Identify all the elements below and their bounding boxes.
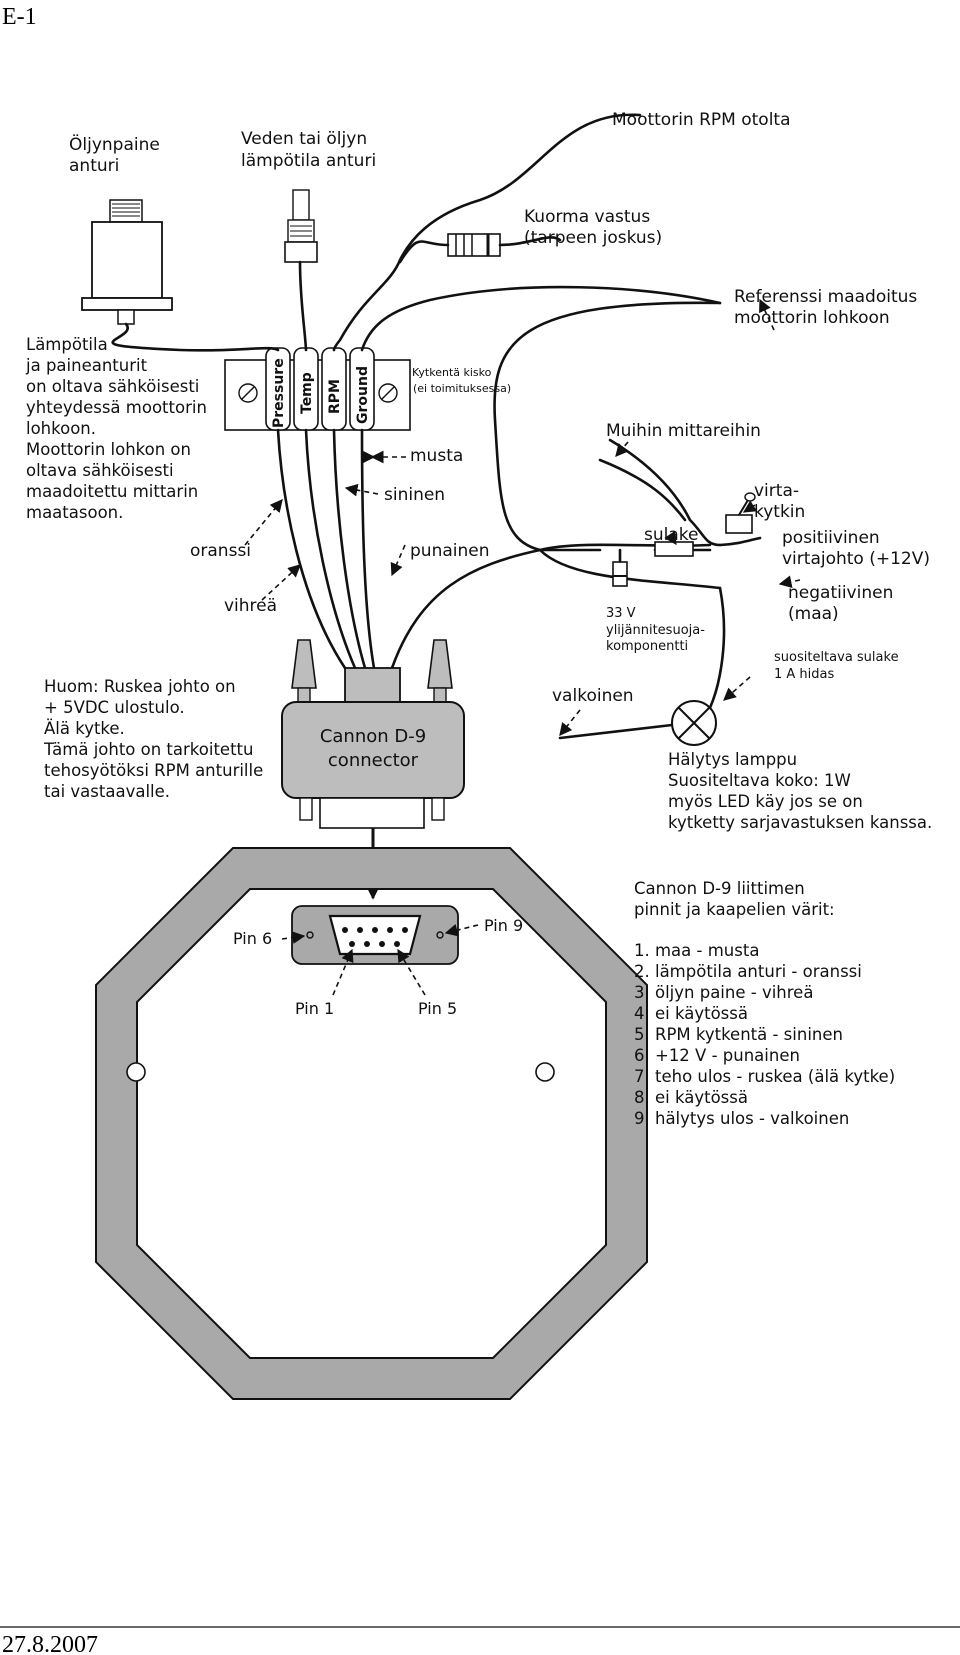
wire-green-label: vihreä xyxy=(224,596,277,616)
alarm-lamp xyxy=(671,700,717,746)
wire-blue-label: sininen xyxy=(384,485,445,505)
wire-harness xyxy=(111,113,762,740)
pin-list-title-1: Cannon D-9 liittimen xyxy=(634,879,805,898)
suppressor-label-3: komponentti xyxy=(606,639,688,654)
svg-text:yhteydessä moottorin: yhteydessä moottorin xyxy=(26,398,207,417)
pin-list-item: 4. ei käytössä xyxy=(634,1004,748,1023)
surge-suppressor xyxy=(612,561,628,587)
positive-label-1: positiivinen xyxy=(782,528,880,548)
white-wire-label: valkoinen xyxy=(552,686,634,706)
svg-text:lohkoon.: lohkoon. xyxy=(26,419,96,438)
terminal-label-rpm: RPM xyxy=(327,379,343,414)
load-resistor xyxy=(447,233,501,257)
fuse-label: sulake xyxy=(644,525,698,545)
brown-wire-note: Huom: Ruskea johto on + 5VDC ulostulo. Ä… xyxy=(43,677,263,801)
svg-text:Älä kytke.: Älä kytke. xyxy=(44,719,125,738)
switch-label-1: virta- xyxy=(754,481,799,501)
recommended-fuse-label-1: suositeltava sulake xyxy=(774,650,899,665)
terminal-strip-label-2: (ei toimituksessa) xyxy=(413,382,511,395)
pin-list-item: 3. öljyn paine - vihreä xyxy=(634,983,813,1002)
pin-list-item: 5. RPM kytkentä - sininen xyxy=(634,1025,843,1044)
terminal-label-ground: Ground xyxy=(355,366,371,424)
positive-label-2: virtajohto (+12V) xyxy=(782,549,930,569)
svg-text:tehosyötöksi RPM anturille: tehosyötöksi RPM anturille xyxy=(44,761,263,780)
terminal-label-temp: Temp xyxy=(299,372,315,414)
wire-red-label: punainen xyxy=(410,541,490,561)
alarm-lamp-note: Hälytys lamppu Suositeltava koko: 1W myö… xyxy=(668,750,932,832)
load-resistor-label-1: Kuorma vastus xyxy=(524,207,650,227)
pin-color-list: Cannon D-9 liittimen pinnit ja kaapelien… xyxy=(634,879,895,1128)
svg-text:Suositeltava koko: 1W: Suositeltava koko: 1W xyxy=(668,771,851,790)
pin-list-item: 6. +12 V - punainen xyxy=(634,1046,800,1065)
recommended-fuse-label-2: 1 A hidas xyxy=(774,667,834,682)
terminal-strip: Pressure Temp RPM Ground xyxy=(224,347,411,431)
svg-text:Moottorin lohkon on: Moottorin lohkon on xyxy=(26,440,191,459)
temp-sensor-label-2: lämpötila anturi xyxy=(241,151,376,171)
pin9-label: Pin 9 xyxy=(484,916,523,935)
temperature-sensor xyxy=(284,189,318,263)
cannon-d9-connector: Cannon D-9 connector xyxy=(281,639,465,829)
oil-pressure-sensor xyxy=(81,199,173,325)
connector-label-line2: connector xyxy=(328,750,419,771)
svg-text:maadoitettu mittarin: maadoitettu mittarin xyxy=(26,482,198,501)
negative-label-2: (maa) xyxy=(788,604,839,624)
svg-text:ja paineanturit: ja paineanturit xyxy=(25,356,148,375)
ref-ground-label-2: moottorin lohkoon xyxy=(734,308,890,328)
svg-text:kytketty sarjavastuksen kanssa: kytketty sarjavastuksen kanssa. xyxy=(668,813,932,832)
svg-text:Tämä johto on tarkoitettu: Tämä johto on tarkoitettu xyxy=(43,740,253,759)
svg-text:maatasoon.: maatasoon. xyxy=(26,503,123,522)
power-switch xyxy=(725,492,756,534)
temp-sensor-label-1: Veden tai öljyn xyxy=(241,129,367,149)
page-header: E-1 xyxy=(2,4,37,30)
svg-text:on oltava sähköisesti: on oltava sähköisesti xyxy=(26,377,199,396)
suppressor-label-1: 33 V xyxy=(606,606,636,621)
wire-black-label: musta xyxy=(410,446,463,466)
svg-text:Lämpötila: Lämpötila xyxy=(26,335,108,354)
terminal-strip-label-1: Kytkentä kisko xyxy=(412,366,492,379)
svg-text:+ 5VDC ulostulo.: + 5VDC ulostulo. xyxy=(44,698,185,717)
footer-date: 27.8.2007 xyxy=(2,1632,98,1655)
pin-list-item: 9. hälytys ulos - valkoinen xyxy=(634,1109,849,1128)
leader-lines xyxy=(244,298,801,996)
pin5-label: Pin 5 xyxy=(418,999,457,1018)
switch-label-2: kytkin xyxy=(754,502,805,522)
ref-ground-label-1: Referenssi maadoitus xyxy=(734,287,917,307)
connector-label-line1: Cannon D-9 xyxy=(320,726,426,747)
svg-text:tai vastaavalle.: tai vastaavalle. xyxy=(44,782,170,801)
grounding-note: Lämpötila ja paineanturit on oltava sähk… xyxy=(25,335,207,522)
pin-list-title-2: pinnit ja kaapelien värit: xyxy=(634,900,835,919)
terminal-label-pressure: Pressure xyxy=(271,358,287,428)
rpm-source-label: Moottorin RPM otolta xyxy=(612,110,791,130)
pin6-label: Pin 6 xyxy=(233,929,272,948)
svg-text:myös LED käy jos se on: myös LED käy jos se on xyxy=(668,792,863,811)
gauge-back-plate xyxy=(95,847,648,1400)
negative-label-1: negatiivinen xyxy=(788,583,893,603)
svg-text:Hälytys lamppu: Hälytys lamppu xyxy=(668,750,797,769)
pin-list-item: 8. ei käytössä xyxy=(634,1088,748,1107)
pin-list-item: 1. maa - musta xyxy=(634,941,759,960)
pin-list-item: 7. teho ulos - ruskea (älä kytke) xyxy=(634,1067,895,1086)
wire-orange-label: oranssi xyxy=(190,541,251,561)
pin-list-item: 2. lämpötila anturi - oranssi xyxy=(634,962,862,981)
oil-sensor-label-1: Öljynpaine xyxy=(69,133,160,155)
svg-text:oltava sähköisesti: oltava sähköisesti xyxy=(26,461,174,480)
oil-sensor-label-2: anturi xyxy=(69,156,119,176)
pin1-label: Pin 1 xyxy=(295,999,334,1018)
suppressor-label-2: ylijännitesuoja- xyxy=(606,623,705,638)
load-resistor-label-2: (tarpeen joskus) xyxy=(524,228,662,248)
svg-text:Huom: Ruskea johto on: Huom: Ruskea johto on xyxy=(44,677,236,696)
other-gauges-label: Muihin mittareihin xyxy=(606,421,761,441)
